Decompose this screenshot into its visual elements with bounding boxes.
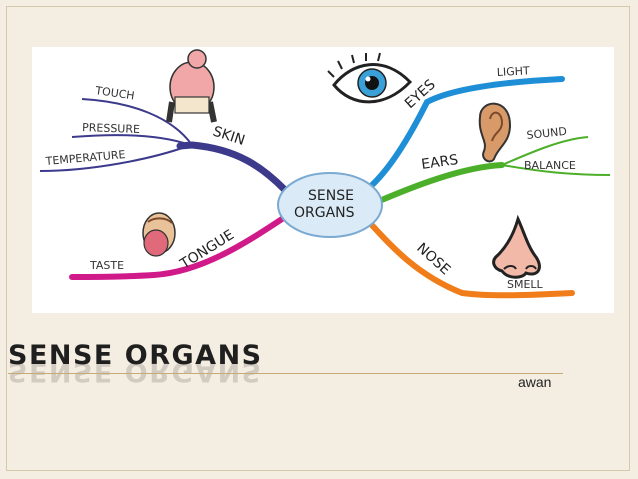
leaf-touch: TOUCH [94, 84, 136, 102]
title-underline [8, 373, 563, 374]
ear-icon [478, 102, 512, 163]
balance-branch-line [501, 164, 611, 176]
center-label-line2: ORGANS [294, 205, 355, 221]
leaf-smell: SMELL [507, 278, 544, 291]
slide-frame [6, 6, 630, 471]
leaf-labels: TOUCH PRESSURE TEMPERATURE LIGHT SOUND B… [44, 64, 576, 291]
nose-icon [492, 214, 541, 279]
eyes-branch-line [367, 76, 565, 190]
branch-ears: EARS [420, 152, 459, 173]
leaf-taste: TASTE [89, 259, 124, 272]
branch-skin: SKIN [211, 124, 247, 149]
ears-branch-line [374, 162, 505, 205]
person-icon [166, 49, 217, 123]
eye-icon [327, 52, 413, 104]
center-label-line1: SENSE [308, 188, 354, 204]
branch-lines [39, 76, 611, 299]
center-node: SENSE ORGANS [277, 172, 383, 238]
leaf-balance: BALANCE [524, 159, 576, 172]
leaf-pressure: PRESSURE [82, 121, 140, 136]
mindmap-image: SENSE ORGANS TOUCH PRESSURE TEMPERATURE … [32, 47, 614, 313]
leaf-sound: SOUND [526, 125, 568, 142]
author-name: awan [518, 374, 552, 390]
tongue-branch-line [69, 216, 285, 280]
temperature-branch-line [39, 145, 189, 172]
pressure-branch-line [71, 134, 191, 146]
title-area: SENSE ORGANS SENSE ORGANS [8, 340, 618, 387]
tongue-icon [142, 212, 176, 257]
slide-title: SENSE ORGANS [8, 340, 263, 371]
slide-title-reflection: SENSE ORGANS [8, 356, 263, 387]
leaf-light: LIGHT [496, 64, 530, 79]
sound-branch-line [501, 136, 589, 166]
skin-branch-line [176, 141, 288, 193]
touch-branch-line [81, 98, 193, 146]
nose-branch-line [367, 220, 575, 299]
